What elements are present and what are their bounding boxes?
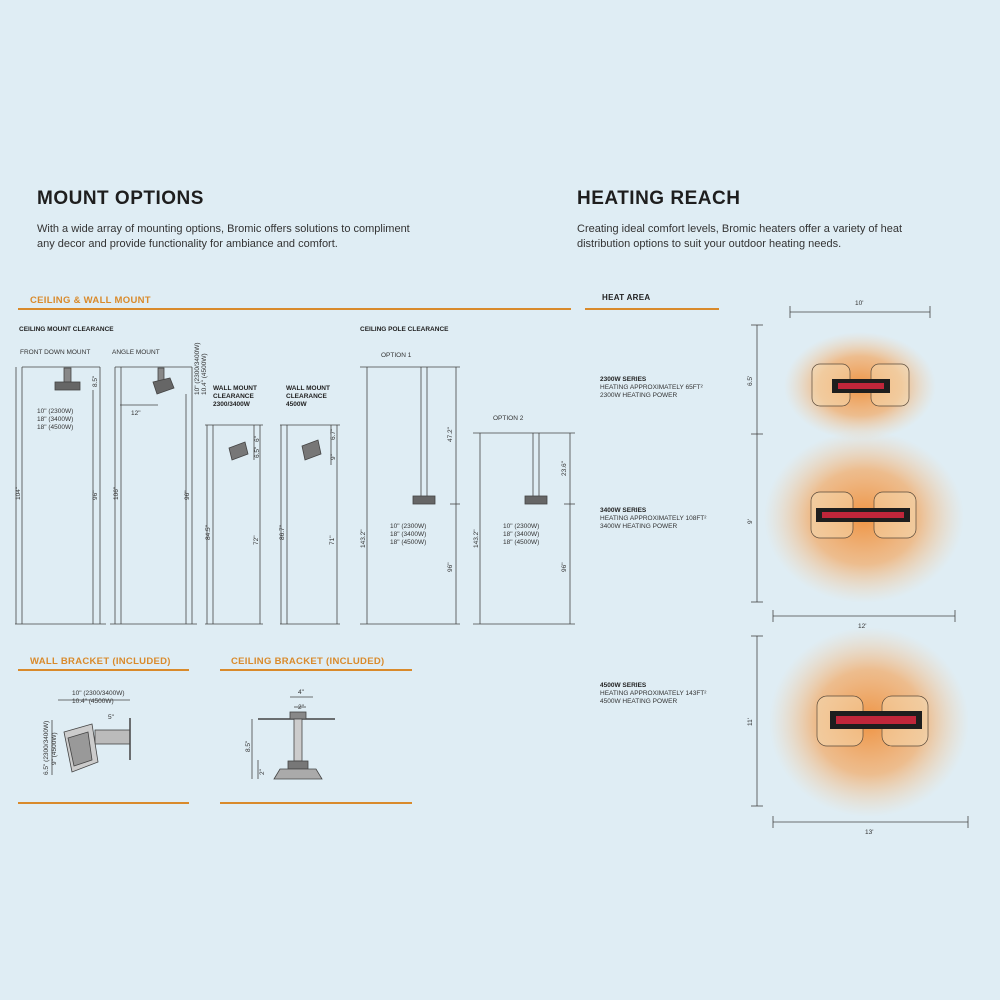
- pole-option1-drawing: [360, 366, 460, 625]
- heating-reach-title: HEATING REACH: [577, 188, 741, 209]
- am-width: 12": [131, 410, 141, 417]
- wm2-a: 6.7": [330, 428, 337, 440]
- o2-pole: 23.6": [561, 460, 568, 476]
- angle-mount-drawing: [110, 366, 197, 625]
- o1-height2: 96": [447, 562, 454, 572]
- option2-label: OPTION 2: [493, 415, 524, 422]
- series-3400-text: 3400W SERIES HEATING APPROXIMATELY 108FT…: [600, 507, 707, 530]
- wm1-a: 6": [254, 435, 261, 442]
- series-4500-text: 4500W SERIES HEATING APPROXIMATELY 143FT…: [600, 682, 707, 705]
- am-height: 106": [113, 486, 120, 500]
- front-down-mount-drawing: [15, 366, 106, 625]
- ceiling-pole-clearance-label: CEILING POLE CLEARANCE: [360, 326, 449, 333]
- ceiling-bracket-heading: CEILING BRACKET (INCLUDED): [231, 656, 385, 667]
- dim-2300-depth: 6.5': [747, 376, 754, 386]
- dim-4500-depth: 11': [747, 718, 754, 726]
- am-top1: 10" (2300/3400W): [194, 342, 201, 395]
- wall-bracket-bottom-rule: [18, 802, 189, 804]
- wall-mount-4500-drawing: [280, 424, 340, 625]
- series-2300-text: 2300W SERIES HEATING APPROXIMATELY 65FT²…: [600, 376, 703, 399]
- o2-height2: 96": [561, 562, 568, 572]
- option1-widths: 10" (2300W)18" (3400W)18" (4500W): [390, 523, 427, 546]
- dim-4500-width: 13': [865, 829, 873, 836]
- fd-top: 8.5": [92, 375, 99, 387]
- wm2-height2: 71": [329, 535, 336, 545]
- heat-area-heading: HEAT AREA: [602, 293, 651, 302]
- wb-h2: 9" (4500W): [51, 732, 58, 765]
- mount-options-body: With a wide array of mounting options, B…: [37, 223, 410, 250]
- fd-height2: 96": [92, 490, 99, 500]
- option2-widths: 10" (2300W)18" (3400W)18" (4500W): [503, 523, 540, 546]
- o1-height: 143.2": [360, 529, 367, 548]
- wall-bracket-rule: [18, 669, 189, 671]
- front-down-widths: 10" (2300W)18" (3400W)18" (4500W): [37, 408, 74, 431]
- cb-w1: 4": [298, 689, 305, 696]
- mount-options-title: MOUNT OPTIONS: [37, 188, 204, 209]
- heat-area-rule: [585, 308, 719, 310]
- o2-height: 143.2": [473, 529, 480, 548]
- fd-height: 104": [15, 486, 22, 500]
- wall-bracket-heading: WALL BRACKET (INCLUDED): [30, 656, 171, 667]
- cb-w2: 2": [298, 704, 305, 711]
- wall-bracket-widths: 10" (2300/3400W)10.4" (4500W): [72, 690, 125, 705]
- pole-option2-drawing: [473, 432, 575, 625]
- ceiling-bracket-bottom-rule: [220, 802, 412, 804]
- wall-bracket-depth: 5": [108, 714, 114, 721]
- heating-reach-body: Creating ideal comfort levels, Bromic he…: [577, 223, 903, 250]
- wm2-height: 86.7": [279, 524, 286, 540]
- front-down-mount-label: FRONT DOWN MOUNT: [20, 349, 91, 356]
- dim-2300-width: 10': [855, 300, 863, 307]
- ceiling-wall-mount-heading: CEILING & WALL MOUNT: [30, 295, 151, 306]
- wm1-b: 6.5": [254, 446, 261, 458]
- am-top2: 10.4" (4500W): [201, 353, 208, 395]
- dim-3400-width: 12': [858, 623, 866, 630]
- wall-mount-2300-drawing: [205, 424, 263, 625]
- cb-h1: 8.5": [245, 740, 252, 752]
- wb-h1: 6.5" (2300/3400W): [43, 721, 50, 775]
- am-height2: 96": [184, 490, 191, 500]
- o1-pole: 47.2": [447, 426, 454, 442]
- ceiling-bracket-rule: [220, 669, 412, 671]
- wm2-b: 9": [330, 453, 337, 460]
- wm1-height: 84.5": [205, 524, 212, 540]
- option1-label: OPTION 1: [381, 352, 412, 359]
- cb-h2: 2": [259, 768, 266, 775]
- wall-bracket-drawing: [51, 699, 131, 775]
- ceiling-wall-rule: [18, 308, 571, 310]
- angle-mount-label: ANGLE MOUNT: [112, 349, 160, 356]
- wm1-height2: 72": [253, 535, 260, 545]
- dim-3400-depth: 9': [747, 519, 754, 524]
- ceiling-mount-clearance-label: CEILING MOUNT CLEARANCE: [19, 326, 114, 333]
- ceiling-bracket-drawing: [251, 696, 335, 780]
